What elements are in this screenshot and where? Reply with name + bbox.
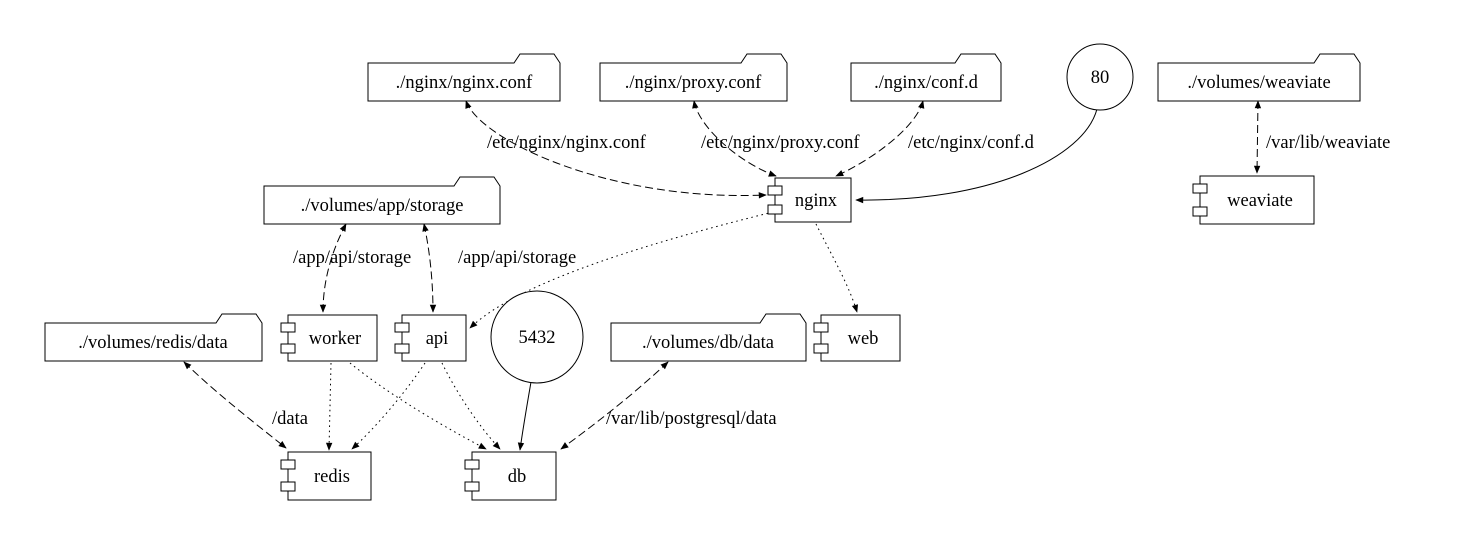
component-tab [280, 459, 296, 470]
node-volumes-weaviate-label: ./volumes/weaviate [1187, 73, 1330, 93]
folder-shape [610, 313, 807, 362]
edge-port5432-db [517, 381, 532, 451]
circle-shape [490, 290, 584, 384]
component-tab [813, 322, 829, 333]
edge-label-etc-conf-d: /etc/nginx/conf.d [908, 133, 1035, 153]
nodes-layer: ./nginx/nginx.conf ./nginx/proxy.conf ./… [44, 43, 1361, 501]
component-tab [1192, 183, 1208, 194]
folder-shape [599, 53, 788, 102]
node-db-component: db [464, 451, 557, 501]
node-weaviate-component: weaviate [1192, 175, 1315, 225]
component-tab [394, 322, 410, 333]
component-tab [280, 322, 296, 333]
node-nginx-conf-folder: ./nginx/nginx.conf [367, 53, 561, 102]
node-volumes-db-data-folder: ./volumes/db/data [610, 313, 807, 362]
component-tab [394, 343, 410, 354]
component-body [287, 314, 378, 362]
edge-appstorage-worker [319, 223, 347, 313]
node-volumes-app-storage-label: ./volumes/app/storage [301, 196, 464, 216]
edge-label-etc-nginx-conf: /etc/nginx/nginx.conf [487, 133, 647, 153]
edge-volweaviate-weaviate [1253, 100, 1262, 174]
edge-confd-nginx [835, 100, 925, 177]
node-volumes-redis-data-folder: ./volumes/redis/data [44, 313, 263, 362]
node-volumes-redis-data-label: ./volumes/redis/data [78, 333, 228, 353]
component-body [287, 451, 372, 501]
edge-port80-nginx [855, 108, 1098, 204]
folder-shape [44, 313, 263, 362]
node-nginx-component: nginx [767, 177, 852, 223]
node-worker-label: worker [309, 329, 361, 349]
edge-label-etc-proxy-conf: /etc/nginx/proxy.conf [701, 133, 860, 153]
node-worker-component: worker [280, 314, 378, 362]
edge-label-app-api-storage-api: /app/api/storage [458, 248, 576, 268]
node-volumes-db-data-label: ./volumes/db/data [642, 333, 774, 353]
edge-api-db [441, 362, 501, 450]
component-body [774, 177, 852, 223]
component-tab [1192, 206, 1208, 217]
node-api-label: api [426, 329, 449, 349]
node-proxy-conf-label: ./nginx/proxy.conf [625, 73, 762, 93]
node-web-component: web [813, 314, 901, 362]
component-body [820, 314, 901, 362]
node-port-80-label: 80 [1091, 68, 1110, 88]
edge-worker-redis [325, 362, 333, 451]
component-body [1199, 175, 1315, 225]
node-weaviate-label: weaviate [1227, 191, 1293, 211]
edge-nginxconf-nginx [465, 100, 767, 199]
component-tab [767, 204, 783, 215]
component-tab [280, 343, 296, 354]
node-port-80: 80 [1066, 43, 1134, 111]
circle-shape [1066, 43, 1134, 111]
node-db-label: db [508, 467, 527, 487]
node-web-label: web [848, 329, 879, 349]
edge-api-redis [351, 362, 426, 450]
node-api-component: api [394, 314, 467, 362]
component-tab [464, 481, 480, 492]
folder-shape [1157, 53, 1361, 102]
node-nginx-conf-label: ./nginx/nginx.conf [396, 73, 534, 93]
node-redis-component: redis [280, 451, 372, 501]
node-proxy-conf-folder: ./nginx/proxy.conf [599, 53, 788, 102]
component-body [401, 314, 467, 362]
edge-proxyconf-nginx [692, 100, 777, 177]
component-tab [280, 481, 296, 492]
node-nginx-label: nginx [795, 191, 838, 211]
folder-shape [367, 53, 561, 102]
edge-label-data: /data [272, 409, 308, 429]
node-conf-d-label: ./nginx/conf.d [874, 73, 979, 93]
edge-redisdata-redis [183, 361, 287, 449]
folder-shape [850, 53, 1002, 102]
edge-label-var-lib-weaviate: /var/lib/weaviate [1266, 133, 1390, 153]
edge-nginx-api [469, 211, 774, 329]
node-redis-label: redis [314, 467, 350, 487]
component-tab [813, 343, 829, 354]
node-conf-d-folder: ./nginx/conf.d [850, 53, 1002, 102]
edges-layer [183, 100, 1262, 451]
node-port-5432-label: 5432 [519, 328, 556, 348]
edge-nginx-web [815, 223, 859, 313]
node-volumes-app-storage-folder: ./volumes/app/storage [263, 176, 501, 225]
edge-label-var-lib-postgresql-data: /var/lib/postgresql/data [606, 409, 777, 429]
node-volumes-weaviate-folder: ./volumes/weaviate [1157, 53, 1361, 102]
component-tab [464, 459, 480, 470]
edge-label-app-api-storage-worker: /app/api/storage [293, 248, 411, 268]
folder-shape [263, 176, 501, 225]
component-tab [767, 185, 783, 196]
edge-worker-db [349, 362, 487, 450]
edge-labels-layer: /etc/nginx/nginx.conf /etc/nginx/proxy.c… [272, 133, 1390, 429]
node-port-5432: 5432 [490, 290, 584, 384]
component-body [471, 451, 557, 501]
edge-appstorage-api [422, 223, 437, 313]
edge-dbdata-db [560, 361, 669, 450]
